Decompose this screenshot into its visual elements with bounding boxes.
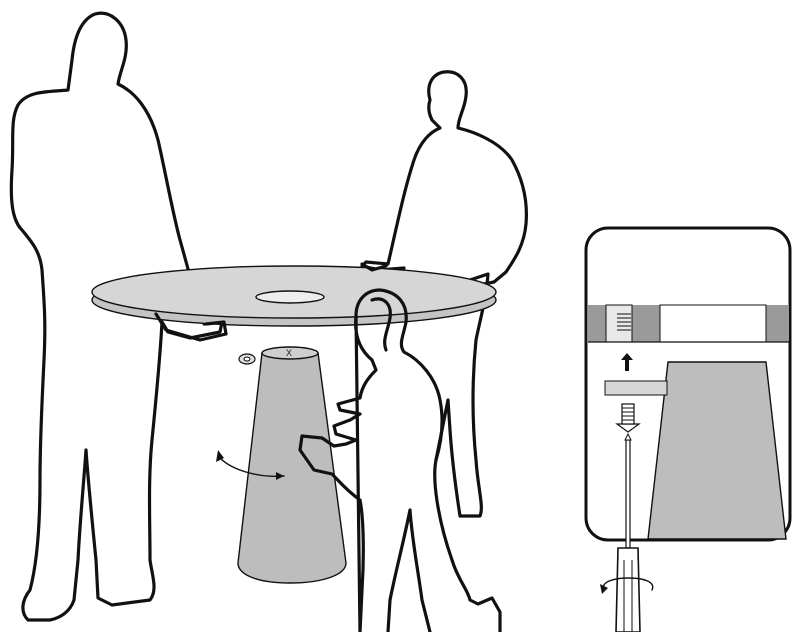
inset-flange (605, 381, 667, 395)
inset-base (648, 362, 786, 539)
conical-base (238, 353, 346, 583)
tabletop-center-hole (256, 291, 324, 303)
inset-threaded-insert (606, 305, 632, 342)
base-top-mark: X (286, 348, 292, 358)
washer-icon (239, 354, 255, 364)
inset-top-plate (660, 305, 766, 342)
